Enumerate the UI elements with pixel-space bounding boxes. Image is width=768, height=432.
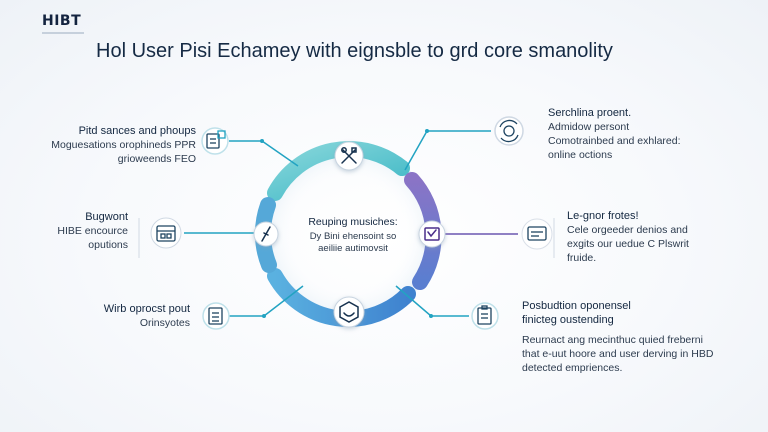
pen-icon bbox=[261, 226, 271, 242]
connector-left-top bbox=[229, 140, 299, 167]
connector-dot bbox=[429, 314, 433, 318]
right-item-line: fruide. bbox=[567, 252, 597, 264]
ring-glow bbox=[261, 146, 437, 322]
ring-node-bottom bbox=[333, 296, 365, 328]
right-item-line: exgits our uedue C Plswrit bbox=[567, 238, 689, 250]
document-chart-icon bbox=[206, 130, 226, 149]
right-item-subheading: finicteg oustending bbox=[522, 314, 614, 326]
right-item-heading: Le-gnor frotes! bbox=[567, 210, 639, 222]
right-item-line: detected empriences. bbox=[522, 362, 623, 374]
connector-dot bbox=[262, 314, 266, 318]
left-item-line: Orinsyotes bbox=[139, 317, 190, 329]
left-item-heading: Pitd sances and phoups bbox=[78, 125, 196, 137]
center-line: aeiliie autimovsit bbox=[318, 243, 388, 254]
left-item-line: Moguesations orophineds PPR bbox=[51, 139, 196, 151]
center-label: Reuping musiches: Dy Bini ehensoint so a… bbox=[298, 216, 408, 255]
left-item-2: Bugwont HIBE encource oputions bbox=[57, 210, 128, 252]
box-icon bbox=[339, 301, 359, 323]
ring-segment-teal bbox=[267, 141, 410, 201]
calendar-icon bbox=[156, 225, 176, 242]
card-icon bbox=[527, 226, 547, 241]
right-item-heading: Posbudtion oponensel bbox=[522, 300, 631, 312]
left-item-heading: Bugwont bbox=[85, 211, 128, 223]
left-item-1: Pitd sances and phoups Moguesations orop… bbox=[51, 124, 196, 166]
right-item-line: Reurnact ang mecinthuc quied freberni bbox=[522, 334, 703, 346]
left-item-heading: Wirb oprocst pout bbox=[103, 303, 190, 315]
connector-dots bbox=[260, 129, 433, 318]
right-icon-3 bbox=[471, 302, 499, 330]
left-icon-3 bbox=[202, 302, 230, 330]
ring-node-left bbox=[253, 221, 279, 247]
central-ring bbox=[254, 141, 442, 327]
center-heading: Reuping musiches: bbox=[308, 216, 398, 228]
page-title: Hol User Pisi Echamey with eignsble to g… bbox=[96, 40, 613, 62]
logo-text: HIBT bbox=[42, 13, 82, 29]
right-item-heading: Serchlina proent. bbox=[548, 107, 632, 119]
right-item-line: Admidow persont bbox=[548, 121, 630, 133]
document-list-icon bbox=[208, 307, 223, 325]
gear-arrows-icon bbox=[499, 119, 519, 143]
connector-dot bbox=[260, 139, 264, 143]
right-item-line: online octions bbox=[548, 149, 613, 161]
connector-right-top bbox=[404, 130, 491, 171]
left-icon-2 bbox=[150, 217, 182, 249]
ring-node-right bbox=[418, 220, 446, 248]
center-line: Dy Bini ehensoint so bbox=[309, 231, 397, 242]
left-item-3: Wirb oprocst pout Orinsyotes bbox=[104, 302, 190, 330]
connector-dot bbox=[425, 129, 429, 133]
logo: HIBT bbox=[42, 14, 84, 34]
logo-underline bbox=[42, 32, 84, 34]
checklist-icon bbox=[424, 227, 440, 241]
tools-icon bbox=[341, 147, 357, 164]
right-item-1: Serchlina proent. Admidow persont Comotr… bbox=[548, 106, 681, 162]
left-item-line: grioweends FEO bbox=[117, 153, 196, 165]
left-icon-1 bbox=[201, 127, 229, 155]
right-item-3: Posbudtion oponensel finicteg oustending… bbox=[522, 299, 713, 375]
right-item-line: Cele orgeeder denios and bbox=[567, 224, 688, 236]
left-item-line: oputions bbox=[88, 239, 128, 251]
right-item-line: Comotrainbed and exhlared: bbox=[548, 135, 681, 147]
clipboard-icon bbox=[477, 305, 492, 325]
left-item-line: HIBE encource bbox=[57, 225, 128, 237]
ring-node-top bbox=[334, 141, 364, 171]
right-icon-2 bbox=[521, 218, 553, 250]
right-item-line: that e-uut hoore and user derving in HBD bbox=[522, 348, 714, 360]
right-icon-1 bbox=[494, 116, 524, 146]
right-item-2: Le-gnor frotes! Cele orgeeder denios and… bbox=[567, 209, 689, 265]
